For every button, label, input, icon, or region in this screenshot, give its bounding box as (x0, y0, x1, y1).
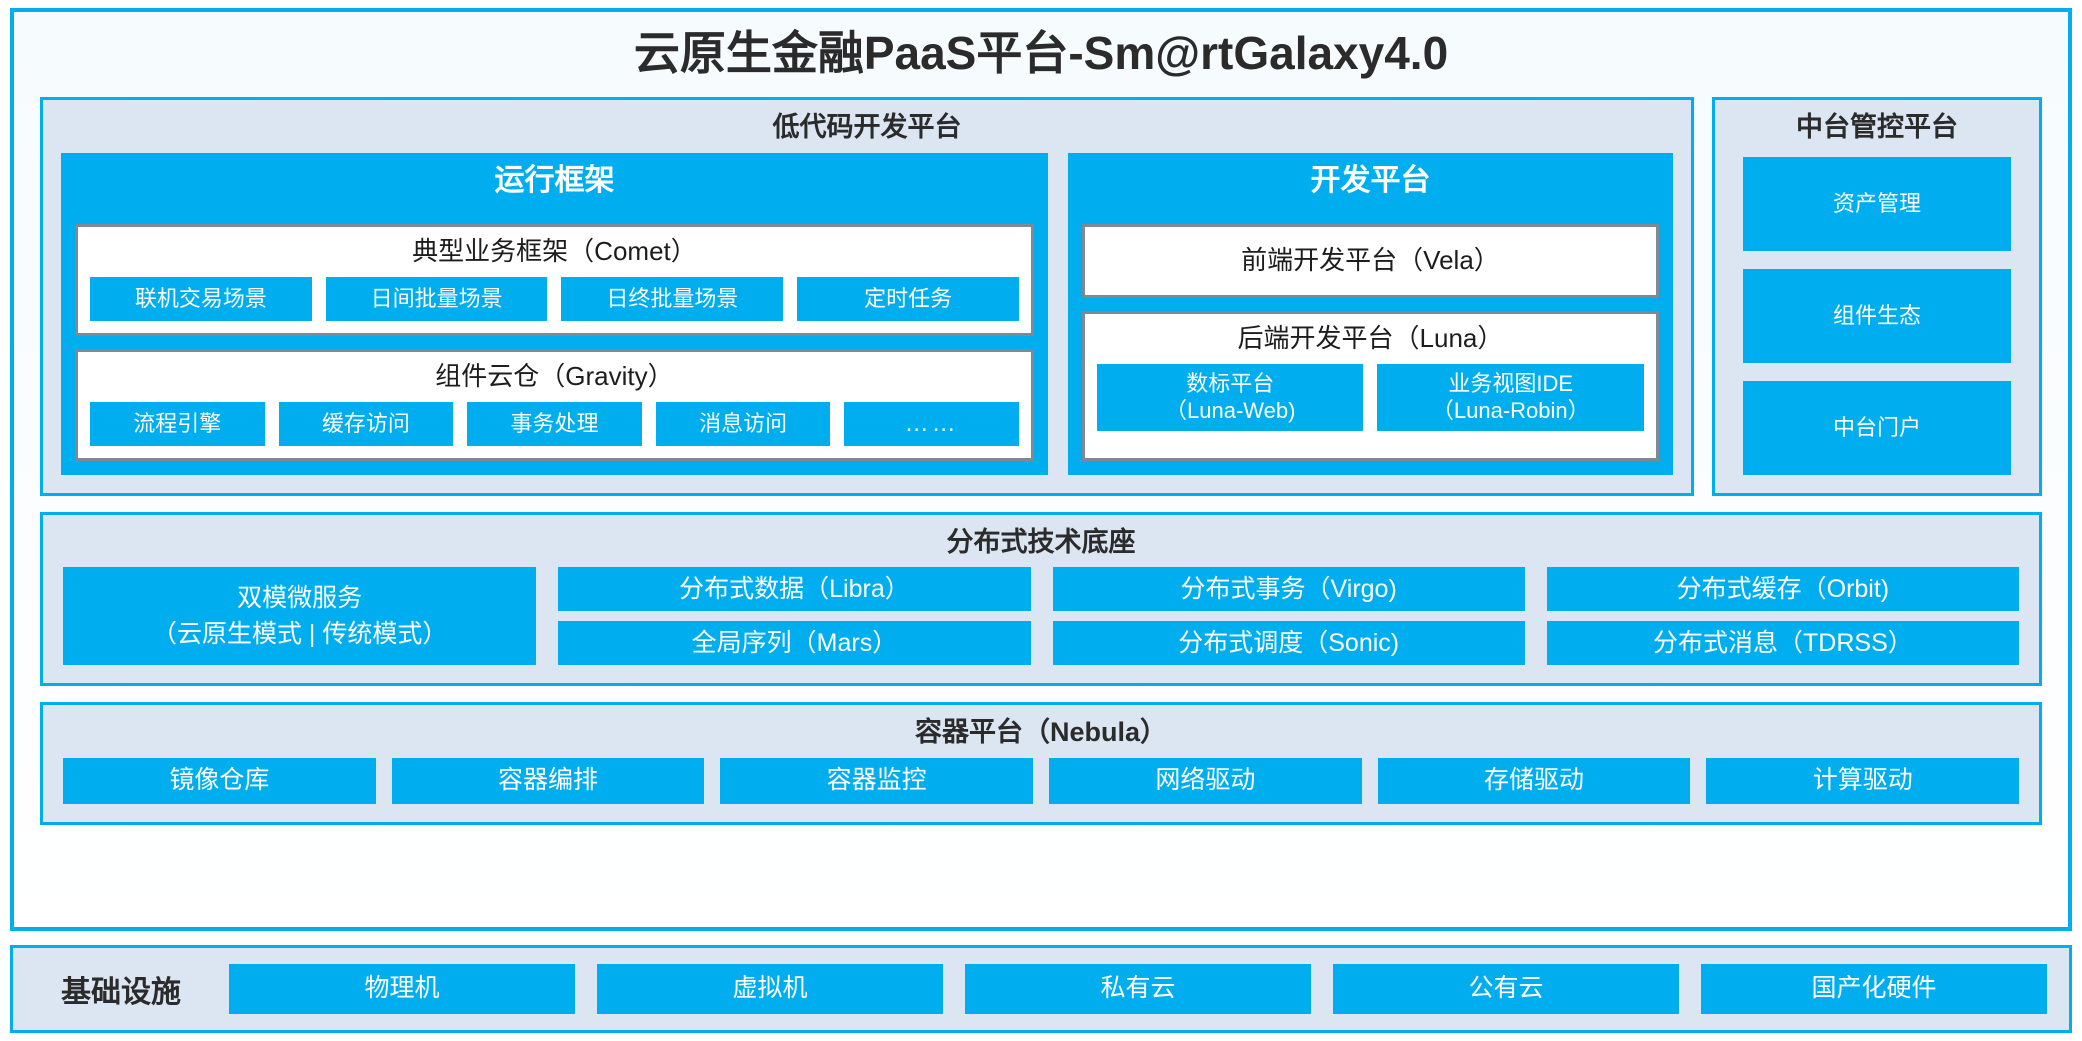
chip-comet-eod-batch[interactable]: 日终批量场景 (561, 276, 784, 321)
infrastructure-label: 基础设施 (61, 976, 181, 1009)
infrastructure-panel: 基础设施 物理机 虚拟机 私有云 公有云 国产化硬件 (10, 945, 2072, 1033)
infrastructure-chip-row: 物理机 虚拟机 私有云 公有云 国产化硬件 (229, 964, 2047, 1014)
lowcode-platform-panel: 低代码开发平台 运行框架 典型业务框架（Comet） 联机交易场景 日间批量场景… (40, 97, 1694, 496)
container-platform-panel: 容器平台（Nebula） 镜像仓库 容器编排 容器监控 网络驱动 存储驱动 计算… (40, 702, 2042, 825)
chip-distributed-data-libra[interactable]: 分布式数据（Libra） (558, 567, 1031, 612)
chip-console-portal[interactable]: 中台门户 (1743, 380, 2011, 475)
comet-box: 典型业务框架（Comet） 联机交易场景 日间批量场景 日终批量场景 定时任务 (75, 223, 1034, 336)
luna-backend-title: 后端开发平台（Luna） (1237, 322, 1504, 353)
comet-chip-row: 联机交易场景 日间批量场景 日终批量场景 定时任务 (90, 276, 1019, 321)
chip-distributed-cache-orbit[interactable]: 分布式缓存（Orbit) (1546, 567, 2019, 612)
base-column-2: 分布式事务（Virgo) 分布式调度（Sonic) (1052, 567, 1525, 666)
chip-virtual-machine[interactable]: 虚拟机 (597, 964, 943, 1014)
chip-distributed-transaction-virgo[interactable]: 分布式事务（Virgo) (1052, 567, 1525, 612)
luna-chip-row: 数标平台 （Luna-Web) 业务视图IDE （Luna-Robin） (1096, 363, 1645, 431)
top-row: 低代码开发平台 运行框架 典型业务框架（Comet） 联机交易场景 日间批量场景… (40, 97, 2042, 496)
chip-public-cloud[interactable]: 公有云 (1333, 964, 1679, 1014)
chip-global-sequence-mars[interactable]: 全局序列（Mars） (558, 621, 1031, 666)
comet-title: 典型业务框架（Comet） (412, 235, 697, 266)
chip-container-orchestration[interactable]: 容器编排 (391, 757, 705, 804)
runtime-framework-title: 运行框架 (494, 163, 615, 197)
console-platform-title: 中台管控平台 (1796, 112, 1958, 143)
chip-dual-mode-microservice[interactable]: 双模微服务 （云原生模式 | 传统模式） (63, 567, 537, 666)
chip-distributed-schedule-sonic[interactable]: 分布式调度（Sonic) (1052, 621, 1525, 666)
platform-main-card: 云原生金融PaaS平台-Sm@rtGalaxy4.0 低代码开发平台 运行框架 … (10, 8, 2072, 931)
lowcode-platform-title: 低代码开发平台 (772, 112, 962, 143)
chip-gravity-transaction-process[interactable]: 事务处理 (467, 401, 642, 446)
page-title: 云原生金融PaaS平台-Sm@rtGalaxy4.0 (633, 27, 1449, 79)
vela-frontend-box[interactable]: 前端开发平台（Vela） (1081, 223, 1659, 298)
chip-comet-online-transaction[interactable]: 联机交易场景 (90, 276, 312, 321)
gravity-title: 组件云仓（Gravity） (435, 360, 674, 391)
chip-compute-driver[interactable]: 计算驱动 (1706, 757, 2020, 804)
chip-comet-intraday-batch[interactable]: 日间批量场景 (325, 276, 548, 321)
base-column-3: 分布式缓存（Orbit) 分布式消息（TDRSS） (1546, 567, 2019, 666)
gravity-chip-row: 流程引擎 缓存访问 事务处理 消息访问 …… (90, 401, 1019, 446)
dev-platform-block: 开发平台 前端开发平台（Vela） 后端开发平台（Luna） 数标平台 （Lun… (1067, 152, 1673, 475)
chip-network-driver[interactable]: 网络驱动 (1049, 757, 1362, 804)
distributed-base-body: 双模微服务 （云原生模式 | 传统模式） 分布式数据（Libra） 全局序列（M… (43, 567, 2039, 683)
chip-domestic-hardware[interactable]: 国产化硬件 (1701, 964, 2047, 1014)
chip-image-registry[interactable]: 镜像仓库 (63, 757, 376, 804)
chip-private-cloud[interactable]: 私有云 (965, 964, 1311, 1014)
chip-storage-driver[interactable]: 存储驱动 (1377, 757, 1691, 804)
chip-physical-machine[interactable]: 物理机 (229, 964, 575, 1014)
chip-luna-robin[interactable]: 业务视图IDE （Luna-Robin） (1377, 363, 1645, 431)
container-platform-body: 镜像仓库 容器编排 容器监控 网络驱动 存储驱动 计算驱动 (43, 757, 2039, 822)
chip-gravity-cache-access[interactable]: 缓存访问 (278, 401, 454, 446)
chip-comet-scheduled-task[interactable]: 定时任务 (797, 276, 1019, 321)
luna-backend-box: 后端开发平台（Luna） 数标平台 （Luna-Web) 业务视图IDE （Lu… (1081, 310, 1659, 461)
console-platform-body: 资产管理 组件生态 中台门户 (1715, 153, 2039, 493)
chip-component-ecosystem[interactable]: 组件生态 (1743, 268, 2011, 363)
gravity-box: 组件云仓（Gravity） 流程引擎 缓存访问 事务处理 消息访问 …… (75, 348, 1034, 461)
dual-mode-microservice-wrapper: 双模微服务 （云原生模式 | 传统模式） (63, 567, 537, 666)
chip-gravity-more[interactable]: …… (844, 401, 1019, 446)
container-platform-title: 容器平台（Nebula） (914, 717, 1168, 748)
chip-gravity-process-engine[interactable]: 流程引擎 (90, 401, 265, 446)
chip-gravity-message-access[interactable]: 消息访问 (655, 401, 831, 446)
console-platform-panel: 中台管控平台 资产管理 组件生态 中台门户 (1712, 97, 2042, 496)
runtime-framework-block: 运行框架 典型业务框架（Comet） 联机交易场景 日间批量场景 日终批量场景 … (61, 152, 1048, 475)
distributed-base-title: 分布式技术底座 (946, 526, 1136, 557)
layer-stack: 低代码开发平台 运行框架 典型业务框架（Comet） 联机交易场景 日间批量场景… (40, 97, 2042, 905)
lowcode-platform-body: 运行框架 典型业务框架（Comet） 联机交易场景 日间批量场景 日终批量场景 … (43, 152, 1691, 493)
chip-distributed-message-tdrss[interactable]: 分布式消息（TDRSS） (1546, 621, 2019, 666)
dev-platform-title: 开发平台 (1310, 163, 1431, 197)
chip-asset-management[interactable]: 资产管理 (1743, 156, 2011, 251)
chip-luna-web[interactable]: 数标平台 （Luna-Web) (1096, 363, 1364, 431)
base-column-1: 分布式数据（Libra） 全局序列（Mars） (558, 567, 1031, 666)
distributed-base-panel: 分布式技术底座 双模微服务 （云原生模式 | 传统模式） 分布式数据（Libra… (40, 511, 2042, 687)
chip-container-monitoring[interactable]: 容器监控 (720, 757, 1034, 804)
